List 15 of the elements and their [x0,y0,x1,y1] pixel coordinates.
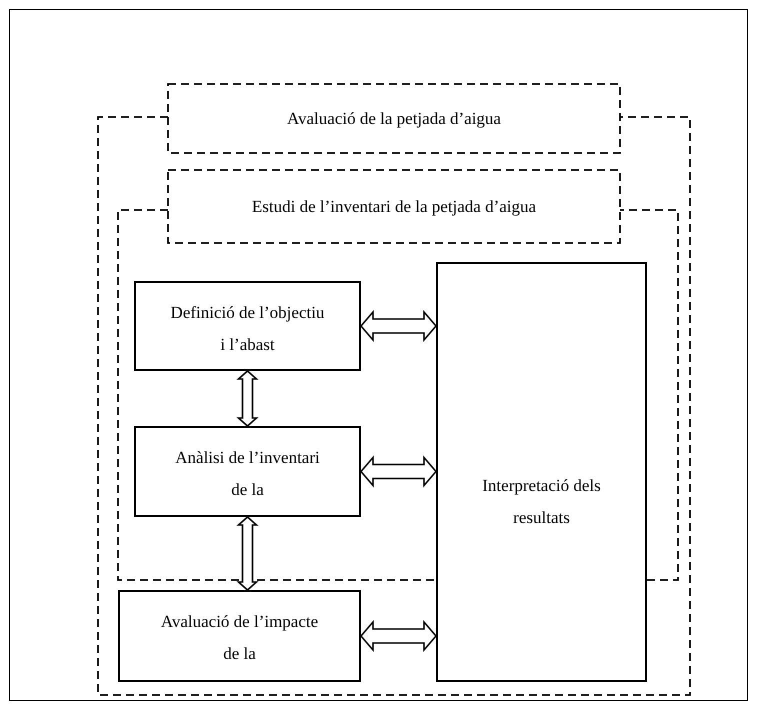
process-box [134,426,361,517]
process-box [436,262,647,682]
box-label: Definició de l’objectiu i l’abast [170,302,326,356]
region-title: Avaluació de la petjada d’aigua [286,108,502,130]
process-box [118,590,361,682]
double-block-arrow [236,370,259,428]
process-box [134,281,361,371]
double-block-arrow [360,455,438,488]
double-block-arrow [236,516,259,592]
box-label: Anàlisi de l’inventari de la [174,447,321,502]
box-label: Interpretació dels resultats [481,474,602,529]
double-block-arrow [360,310,438,342]
double-block-arrow [360,620,438,652]
region-title: Estudi de l’inventari de la petjada d’aigua [250,196,538,218]
box-label: Avaluació de l’impacte de la [160,611,320,666]
